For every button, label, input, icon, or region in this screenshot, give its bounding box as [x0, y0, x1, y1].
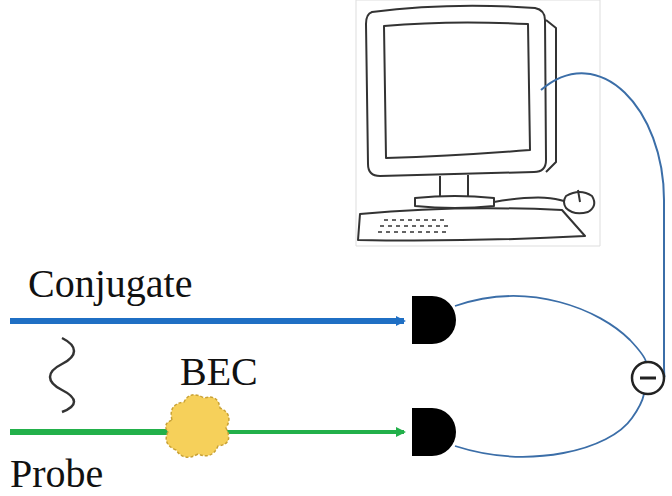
photodetector	[412, 408, 456, 456]
probe-beam	[10, 429, 178, 435]
computer-sketch	[356, 0, 600, 246]
detector-wire	[455, 394, 644, 457]
bec-cloud	[166, 395, 229, 457]
detector-wire	[455, 296, 646, 362]
photodetector	[412, 296, 456, 344]
beam-label: Probe	[10, 454, 103, 494]
beam-label: BEC	[180, 352, 258, 392]
conjugate-beam	[10, 318, 404, 324]
beam-label: Conjugate	[28, 264, 192, 304]
subtractor-symbol	[632, 362, 664, 394]
probe-beam-after	[218, 430, 404, 434]
entanglement-wave	[50, 338, 74, 412]
signal-cable	[541, 73, 665, 378]
